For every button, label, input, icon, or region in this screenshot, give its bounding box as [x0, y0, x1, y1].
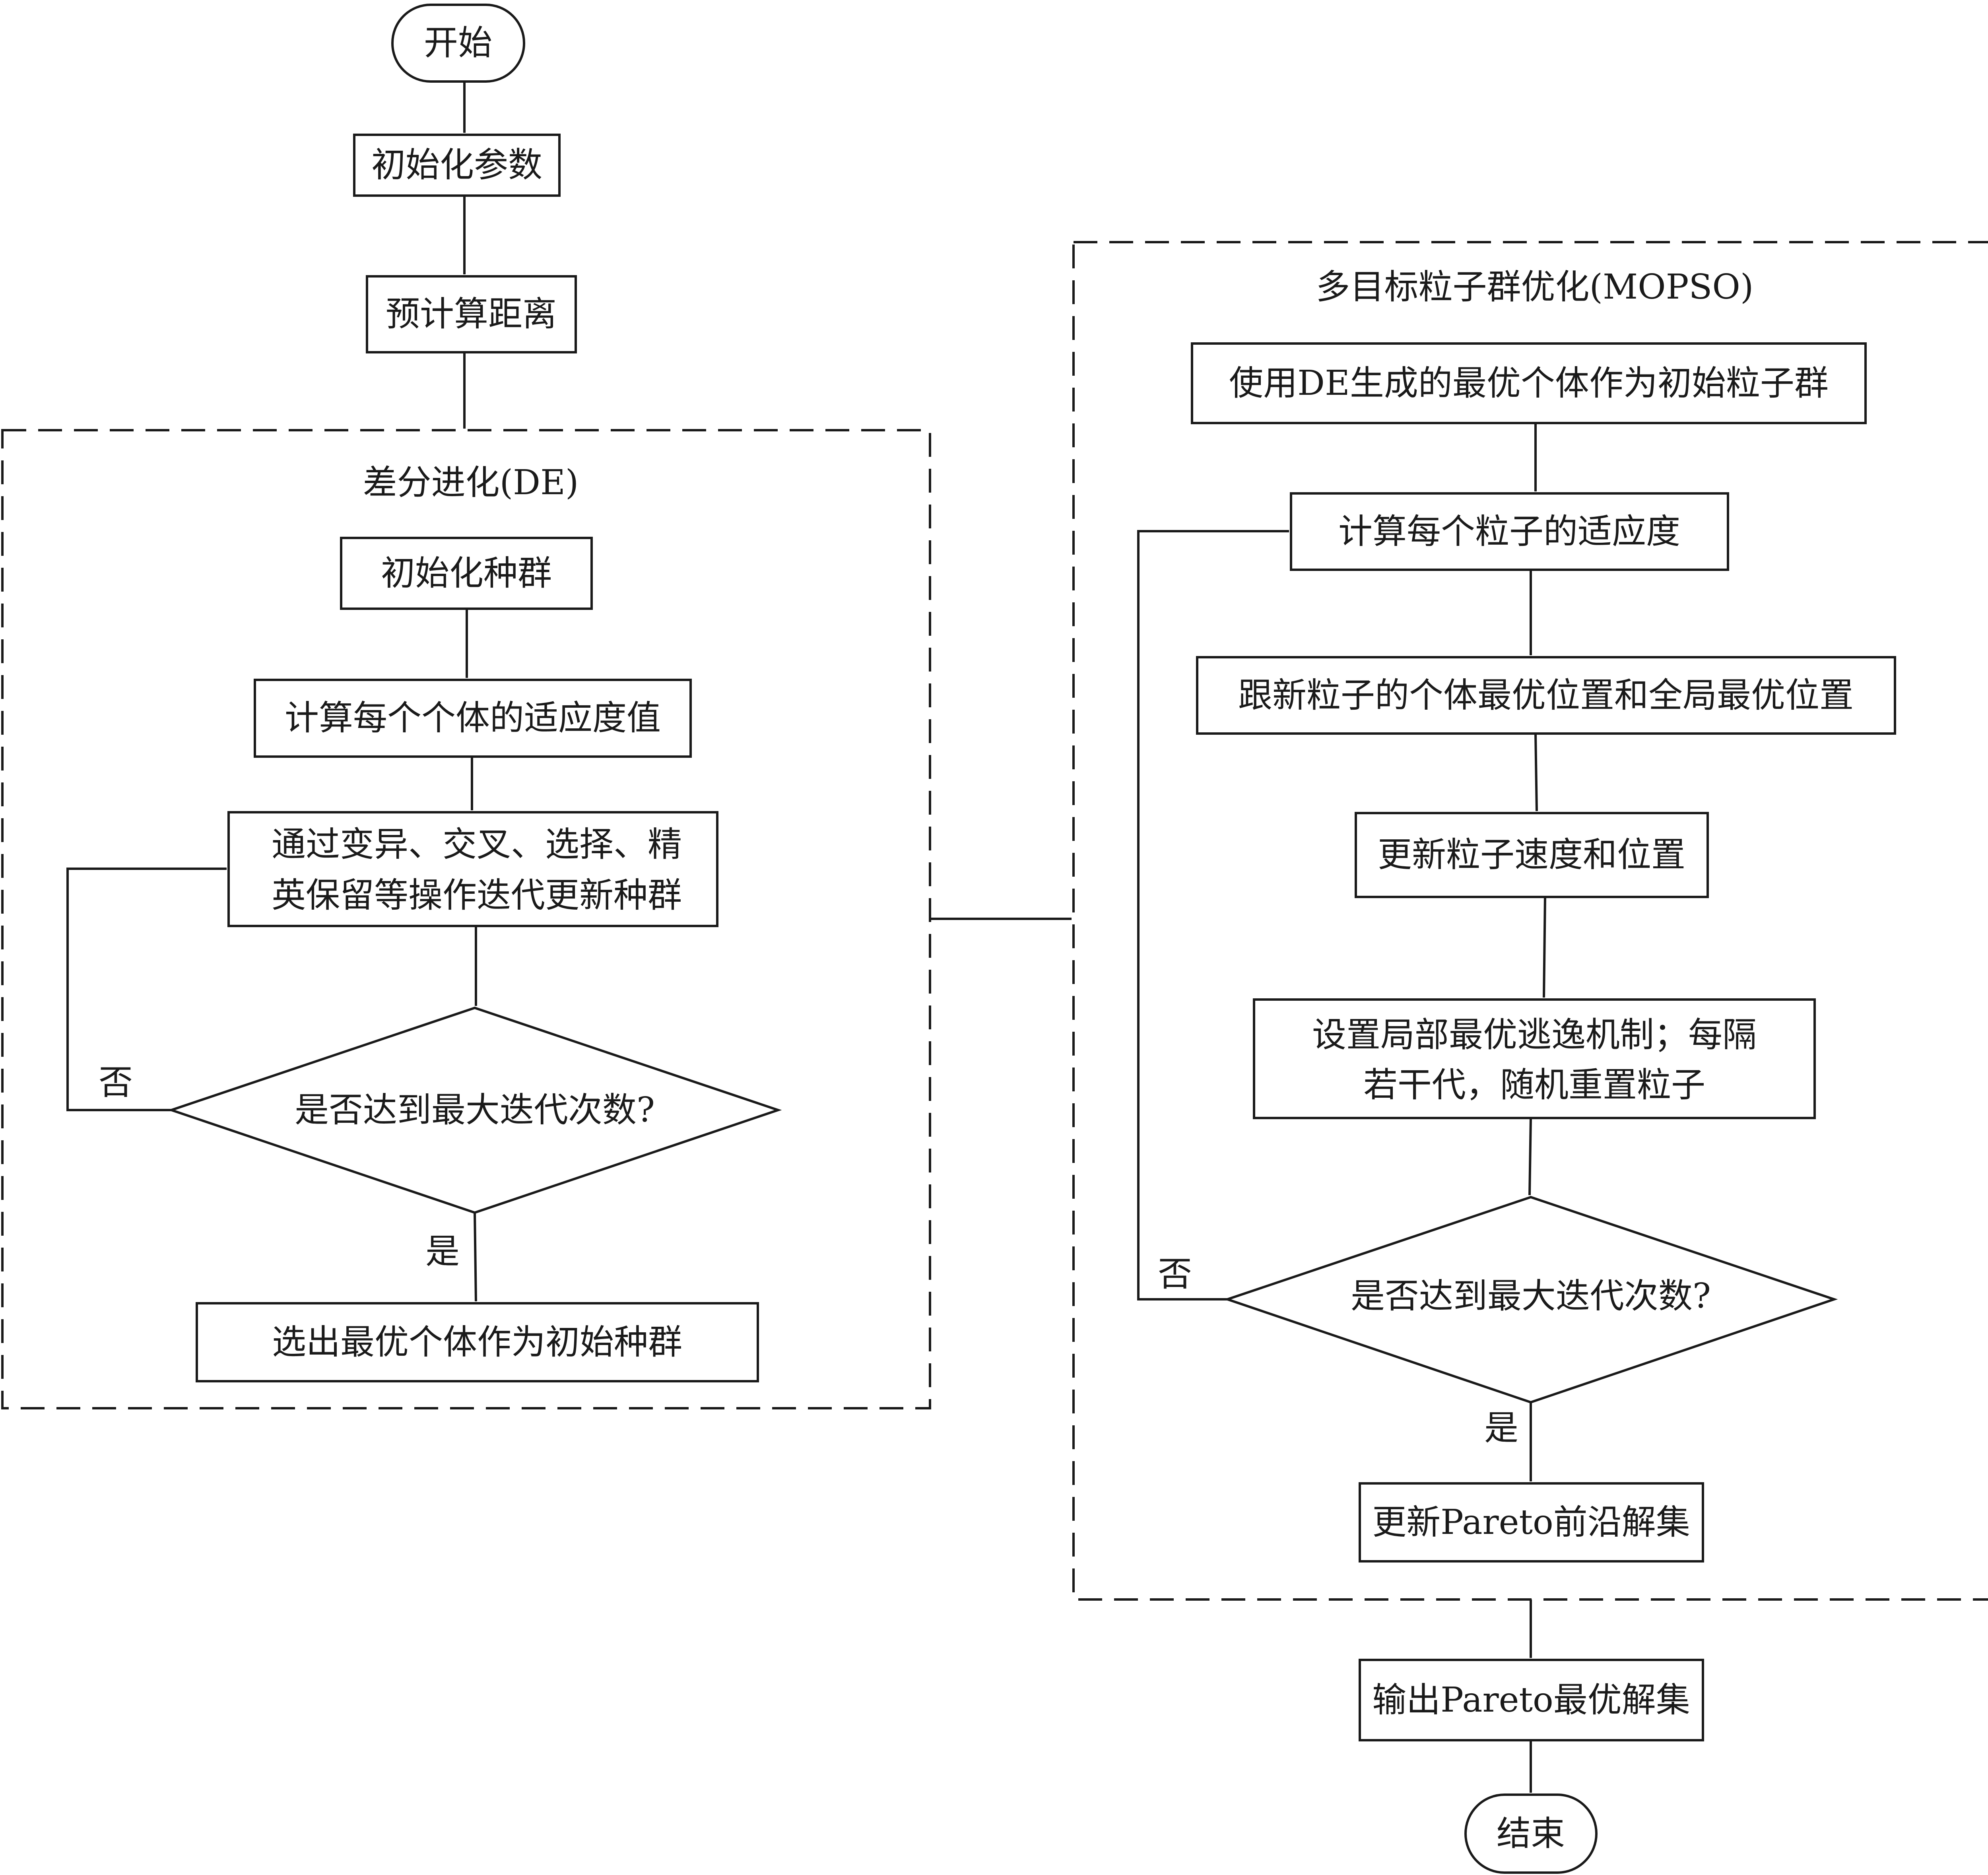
mopso-update-best-label: 跟新粒子的个体最优位置和全局最优位置: [1238, 675, 1854, 715]
mopso-update-velocity-label: 更新粒子速度和位置: [1378, 835, 1685, 875]
de-no-label: 否: [99, 1063, 133, 1102]
mopso-update-pareto-label: 更新Pareto前沿解集: [1372, 1502, 1690, 1542]
mopso-escape-line1: 设置局部最优逃逸机制；每隔: [1312, 1015, 1757, 1055]
edge-de-yes: [474, 1212, 477, 1302]
de-iterate-box: 通过变异、交叉、选择、精 英保留等操作迭代更新种群: [227, 811, 718, 927]
output-box: 输出Pareto最优解集: [1359, 1659, 1704, 1741]
de-iterate-line1: 通过变异、交叉、选择、精: [272, 825, 682, 864]
output-label: 输出Pareto最优解集: [1372, 1680, 1690, 1720]
edge-de-no-loop: [66, 868, 227, 1111]
de-group-title: 差分进化(DE): [363, 463, 579, 503]
edge-mopso-no-loop: [1137, 530, 1289, 1300]
de-decision-label: 是否达到最大迭代次数?: [295, 1090, 655, 1130]
de-decision-diamond: 是否达到最大迭代次数?: [167, 1006, 782, 1214]
de-init-population-label: 初始化种群: [381, 553, 552, 593]
init-params-box: 初始化参数: [353, 134, 561, 197]
precompute-label: 预计算距离: [386, 294, 557, 334]
edges: [66, 82, 1546, 1793]
start-label: 开始: [424, 23, 492, 63]
de-iterate-line2: 英保留等操作迭代更新种群: [272, 875, 682, 915]
de-select-best-box: 选出最优个体作为初始种群: [196, 1302, 759, 1382]
precompute-box: 预计算距离: [366, 275, 577, 353]
end-label: 结束: [1497, 1814, 1565, 1854]
mopso-decision-diamond: 是否达到最大迭代次数?: [1223, 1196, 1838, 1404]
mopso-decision-label: 是否达到最大迭代次数?: [1351, 1276, 1711, 1316]
start-terminal: 开始: [391, 4, 525, 83]
de-select-best-label: 选出最优个体作为初始种群: [272, 1322, 682, 1362]
init-params-label: 初始化参数: [371, 145, 542, 185]
mopso-fitness-box: 计算每个粒子的适应度: [1290, 492, 1729, 571]
mopso-fitness-label: 计算每个粒子的适应度: [1338, 512, 1680, 551]
mopso-update-pareto-box: 更新Pareto前沿解集: [1359, 1482, 1704, 1562]
mopso-use-de-box: 使用DE生成的最优个体作为初始粒子群: [1191, 342, 1867, 424]
mopso-update-best-box: 跟新粒子的个体最优位置和全局最优位置: [1196, 656, 1896, 735]
mopso-group-title: 多目标粒子群优化(MOPSO): [1316, 267, 1754, 307]
edge-mopso-update-velocity: [1534, 733, 1538, 811]
end-terminal: 结束: [1464, 1793, 1598, 1874]
de-fitness-label: 计算每个个体的适应度值: [285, 698, 661, 738]
mopso-escape-line2: 若干代，随机重置粒子: [1363, 1065, 1705, 1105]
mopso-use-de-label: 使用DE生成的最优个体作为初始粒子群: [1229, 363, 1829, 403]
mopso-update-velocity-box: 更新粒子速度和位置: [1355, 812, 1709, 898]
de-yes-label: 是: [425, 1232, 460, 1271]
edge-mopso-velocity-escape: [1543, 897, 1546, 998]
mopso-no-label: 否: [1158, 1254, 1192, 1294]
de-init-population-box: 初始化种群: [340, 537, 593, 610]
edge-mopso-escape-decision: [1528, 1118, 1532, 1196]
mopso-yes-label: 是: [1484, 1408, 1518, 1448]
de-fitness-box: 计算每个个体的适应度值: [254, 679, 692, 758]
mopso-escape-box: 设置局部最优逃逸机制；每隔 若干代，随机重置粒子: [1253, 998, 1816, 1119]
